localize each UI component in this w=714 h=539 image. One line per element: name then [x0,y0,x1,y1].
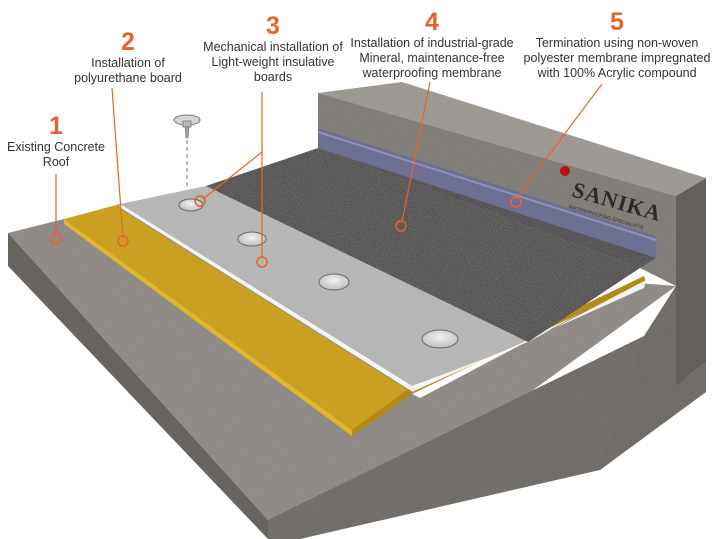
label-text-line: Existing Concrete [0,140,112,155]
label-existing-concrete-roof: 1 Existing Concrete Roof [0,112,112,170]
fastener-disc [422,330,458,348]
label-text-line: polyurethane board [58,71,198,86]
label-text-line: Roof [0,155,112,170]
label-number: 2 [58,28,198,56]
label-text-line: Installation of [58,56,198,71]
label-text-line: Installation of industrial-grade [338,36,526,51]
label-waterproofing-membrane: 4 Installation of industrial-grade Miner… [338,8,526,81]
fastener-disc [179,199,203,211]
fastener-disc [319,274,349,290]
label-text-line: Termination using non-woven [520,36,714,51]
label-text-line: polyester membrane impregnated [520,51,714,66]
label-number: 5 [520,8,714,36]
label-polyurethane-board: 2 Installation of polyurethane board [58,28,198,86]
label-number: 1 [0,112,112,140]
parapet-end-face [676,178,706,386]
logo-dot-icon [560,166,570,176]
label-number: 4 [338,8,526,36]
label-termination: 5 Termination using non-woven polyester … [520,8,714,81]
label-text-line: Mineral, maintenance-free [338,51,526,66]
label-text-line: with 100% Acrylic compound [520,66,714,81]
screw-fastener-icon [174,115,200,188]
label-text-line: waterproofing membrane [338,66,526,81]
